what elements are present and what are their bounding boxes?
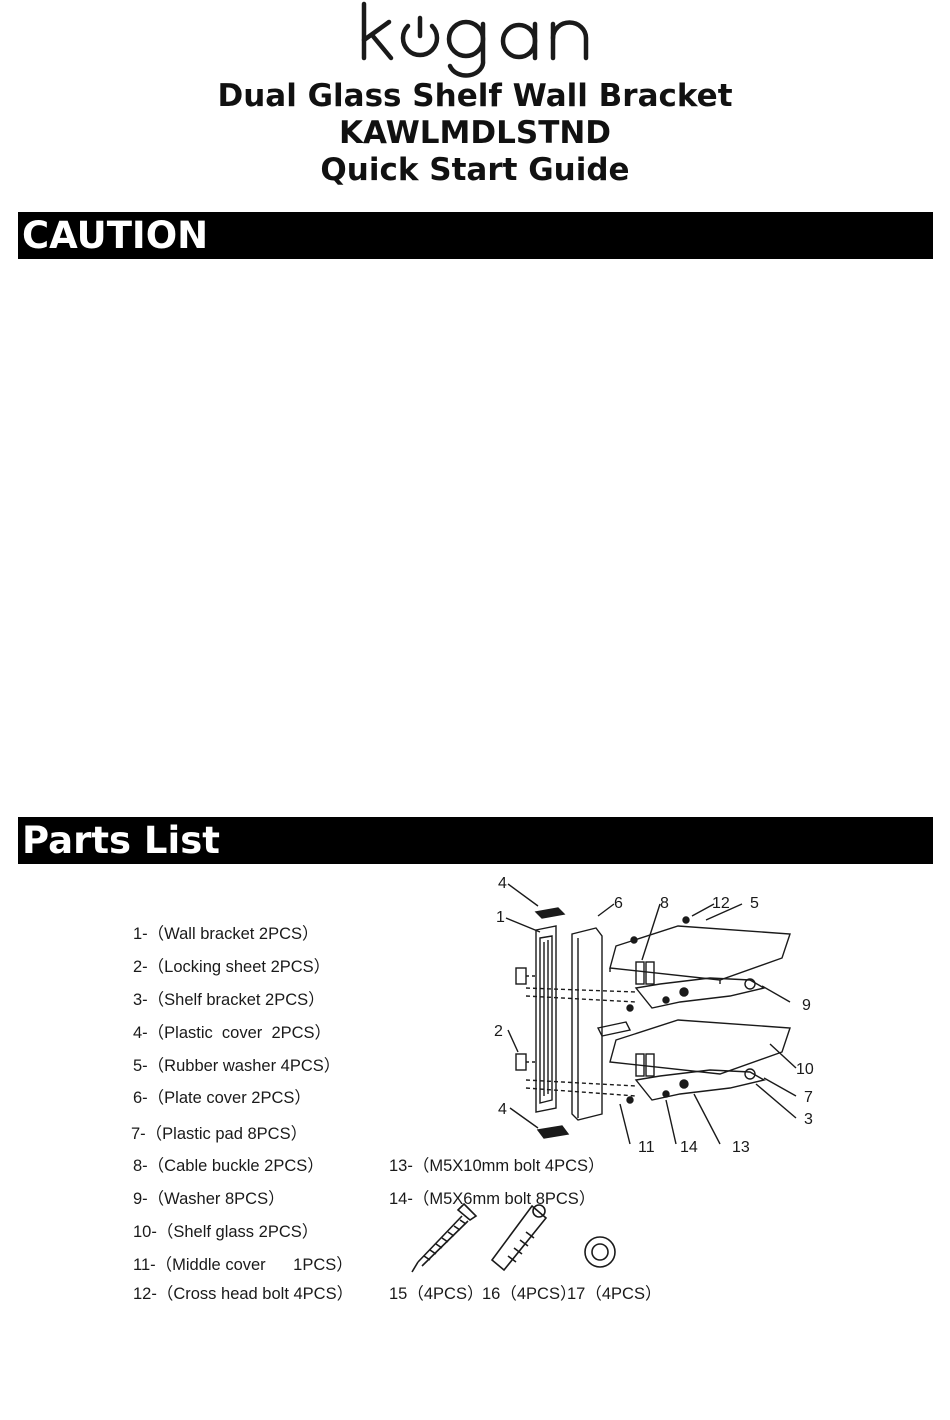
part-item: 6-（Plate cover 2PCS） [133, 1089, 311, 1107]
wood-screw-icon [411, 1202, 478, 1273]
callout-6: 6 [614, 895, 623, 912]
part-item: 4-（Plastic cover 2PCS） [133, 1024, 332, 1042]
callout-2: 2 [494, 1023, 503, 1040]
callout-12: 12 [712, 895, 730, 912]
callout-14: 14 [680, 1139, 698, 1156]
callout-10: 10 [796, 1061, 814, 1078]
title-line-guide: Quick Start Guide [320, 152, 630, 188]
kogan-logo [361, 1, 589, 78]
hardware-label-17: 17（4PCS） [567, 1285, 662, 1303]
part-item: 1-（Wall bracket 2PCS） [133, 925, 319, 943]
part-item: 2-（Locking sheet 2PCS） [133, 958, 331, 976]
callout-7: 7 [804, 1089, 813, 1106]
callout-8: 8 [660, 895, 669, 912]
hardware-label-15: 15（4PCS） [389, 1285, 484, 1303]
document-title: Dual Glass Shelf Wall Bracket KAWLMDLSTN… [0, 78, 950, 189]
part-item: 7-（Plastic pad 8PCS） [131, 1125, 308, 1143]
callout-11: 11 [638, 1139, 655, 1156]
part-item: 10-（Shelf glass 2PCS） [133, 1223, 319, 1241]
hardware-illustrations [411, 1202, 616, 1273]
callout-9: 9 [802, 997, 811, 1014]
callout-4-bottom: 4 [498, 1101, 507, 1118]
part-item: 14-（M5X6mm bolt 8PCS） [389, 1190, 596, 1208]
part-item: 12-（Cross head bolt 4PCS） [133, 1285, 354, 1303]
hardware-label-16: 16（4PCS） [482, 1285, 577, 1303]
title-line-model: KAWLMDLSTND [338, 115, 612, 151]
caution-body [18, 262, 933, 807]
wall-anchor-icon [490, 1204, 548, 1272]
part-item: 8-（Cable buckle 2PCS） [133, 1157, 324, 1175]
callout-5: 5 [750, 895, 759, 912]
washer-icon [584, 1236, 616, 1268]
part-item: 3-（Shelf bracket 2PCS） [133, 991, 325, 1009]
bracket-exploded-diagram: 4 1 2 4 6 8 12 5 9 10 7 3 11 14 13 [494, 875, 814, 1156]
caution-section-header: CAUTION [18, 212, 933, 259]
callout-3: 3 [804, 1111, 813, 1128]
callout-4-top: 4 [498, 875, 507, 892]
part-item: 5-（Rubber washer 4PCS） [133, 1057, 341, 1075]
callout-13: 13 [732, 1139, 750, 1156]
parts-list-section-header: Parts List [18, 817, 933, 864]
part-item: 9-（Washer 8PCS） [133, 1190, 285, 1208]
title-line-product: Dual Glass Shelf Wall Bracket [217, 78, 733, 114]
part-item: 11-（Middle cover 1PCS） [133, 1256, 353, 1274]
part-item: 13-（M5X10mm bolt 4PCS） [389, 1157, 605, 1175]
callout-1: 1 [496, 909, 505, 926]
